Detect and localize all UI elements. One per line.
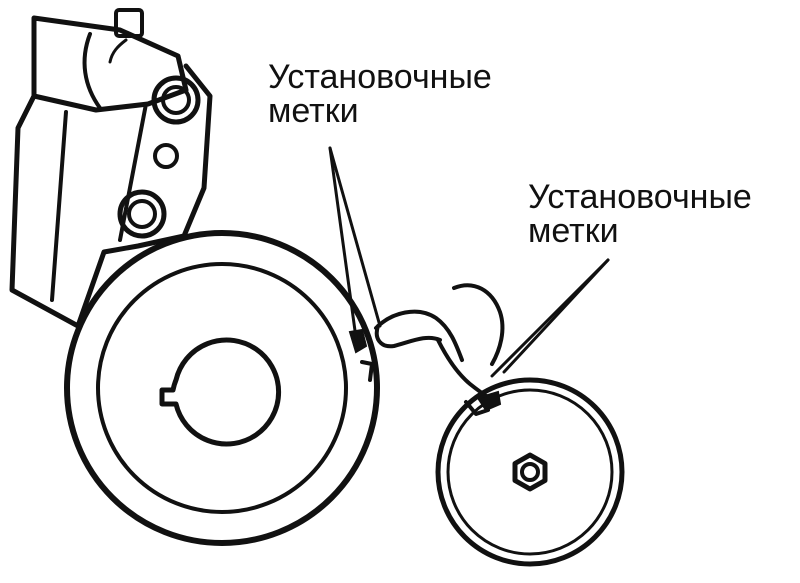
small-pulley-outer-rim <box>435 377 625 567</box>
timing-marks-label-2-line-2: метки <box>528 212 619 250</box>
timing-marks-label-1-line-1: Установочные <box>268 58 492 96</box>
belt-fragment <box>374 283 505 402</box>
bracket-top-crease-2 <box>108 38 128 64</box>
large-pulley-bore <box>159 337 282 447</box>
small-pulley <box>435 377 625 567</box>
large-pulley-timing-mark <box>348 328 368 354</box>
timing-marks-label-2-line-1: Установочные <box>528 178 752 216</box>
tensioner-bracket <box>9 8 213 329</box>
large-pulley-inner-rim <box>96 262 348 514</box>
lower-bolt <box>117 189 167 239</box>
small-pulley-nut <box>512 452 548 492</box>
bracket-top-crease <box>82 32 102 110</box>
large-pulley <box>64 230 380 546</box>
callout-leader-2 <box>490 258 610 378</box>
small-pulley-rim-notch <box>464 400 490 416</box>
bracket-plate-inner-edge <box>50 110 68 302</box>
bracket-plate-right-edge <box>118 102 148 242</box>
small-pulley-timing-mark <box>476 390 502 412</box>
timing-marks-label-1-line-2: метки <box>268 92 359 130</box>
bracket-plate <box>9 63 213 329</box>
small-pulley-inner-rim <box>446 388 614 556</box>
bracket-top-block <box>31 15 189 113</box>
middle-hole <box>153 143 179 169</box>
timing-marks-label-2: Установочные метки <box>528 180 752 248</box>
callout-leader-1 <box>328 146 382 340</box>
upper-bolt <box>151 75 201 125</box>
large-pulley-outer-rim <box>64 230 380 546</box>
timing-marks-label-1: Установочные метки <box>268 60 492 128</box>
large-pulley-rim-gap <box>360 360 374 382</box>
